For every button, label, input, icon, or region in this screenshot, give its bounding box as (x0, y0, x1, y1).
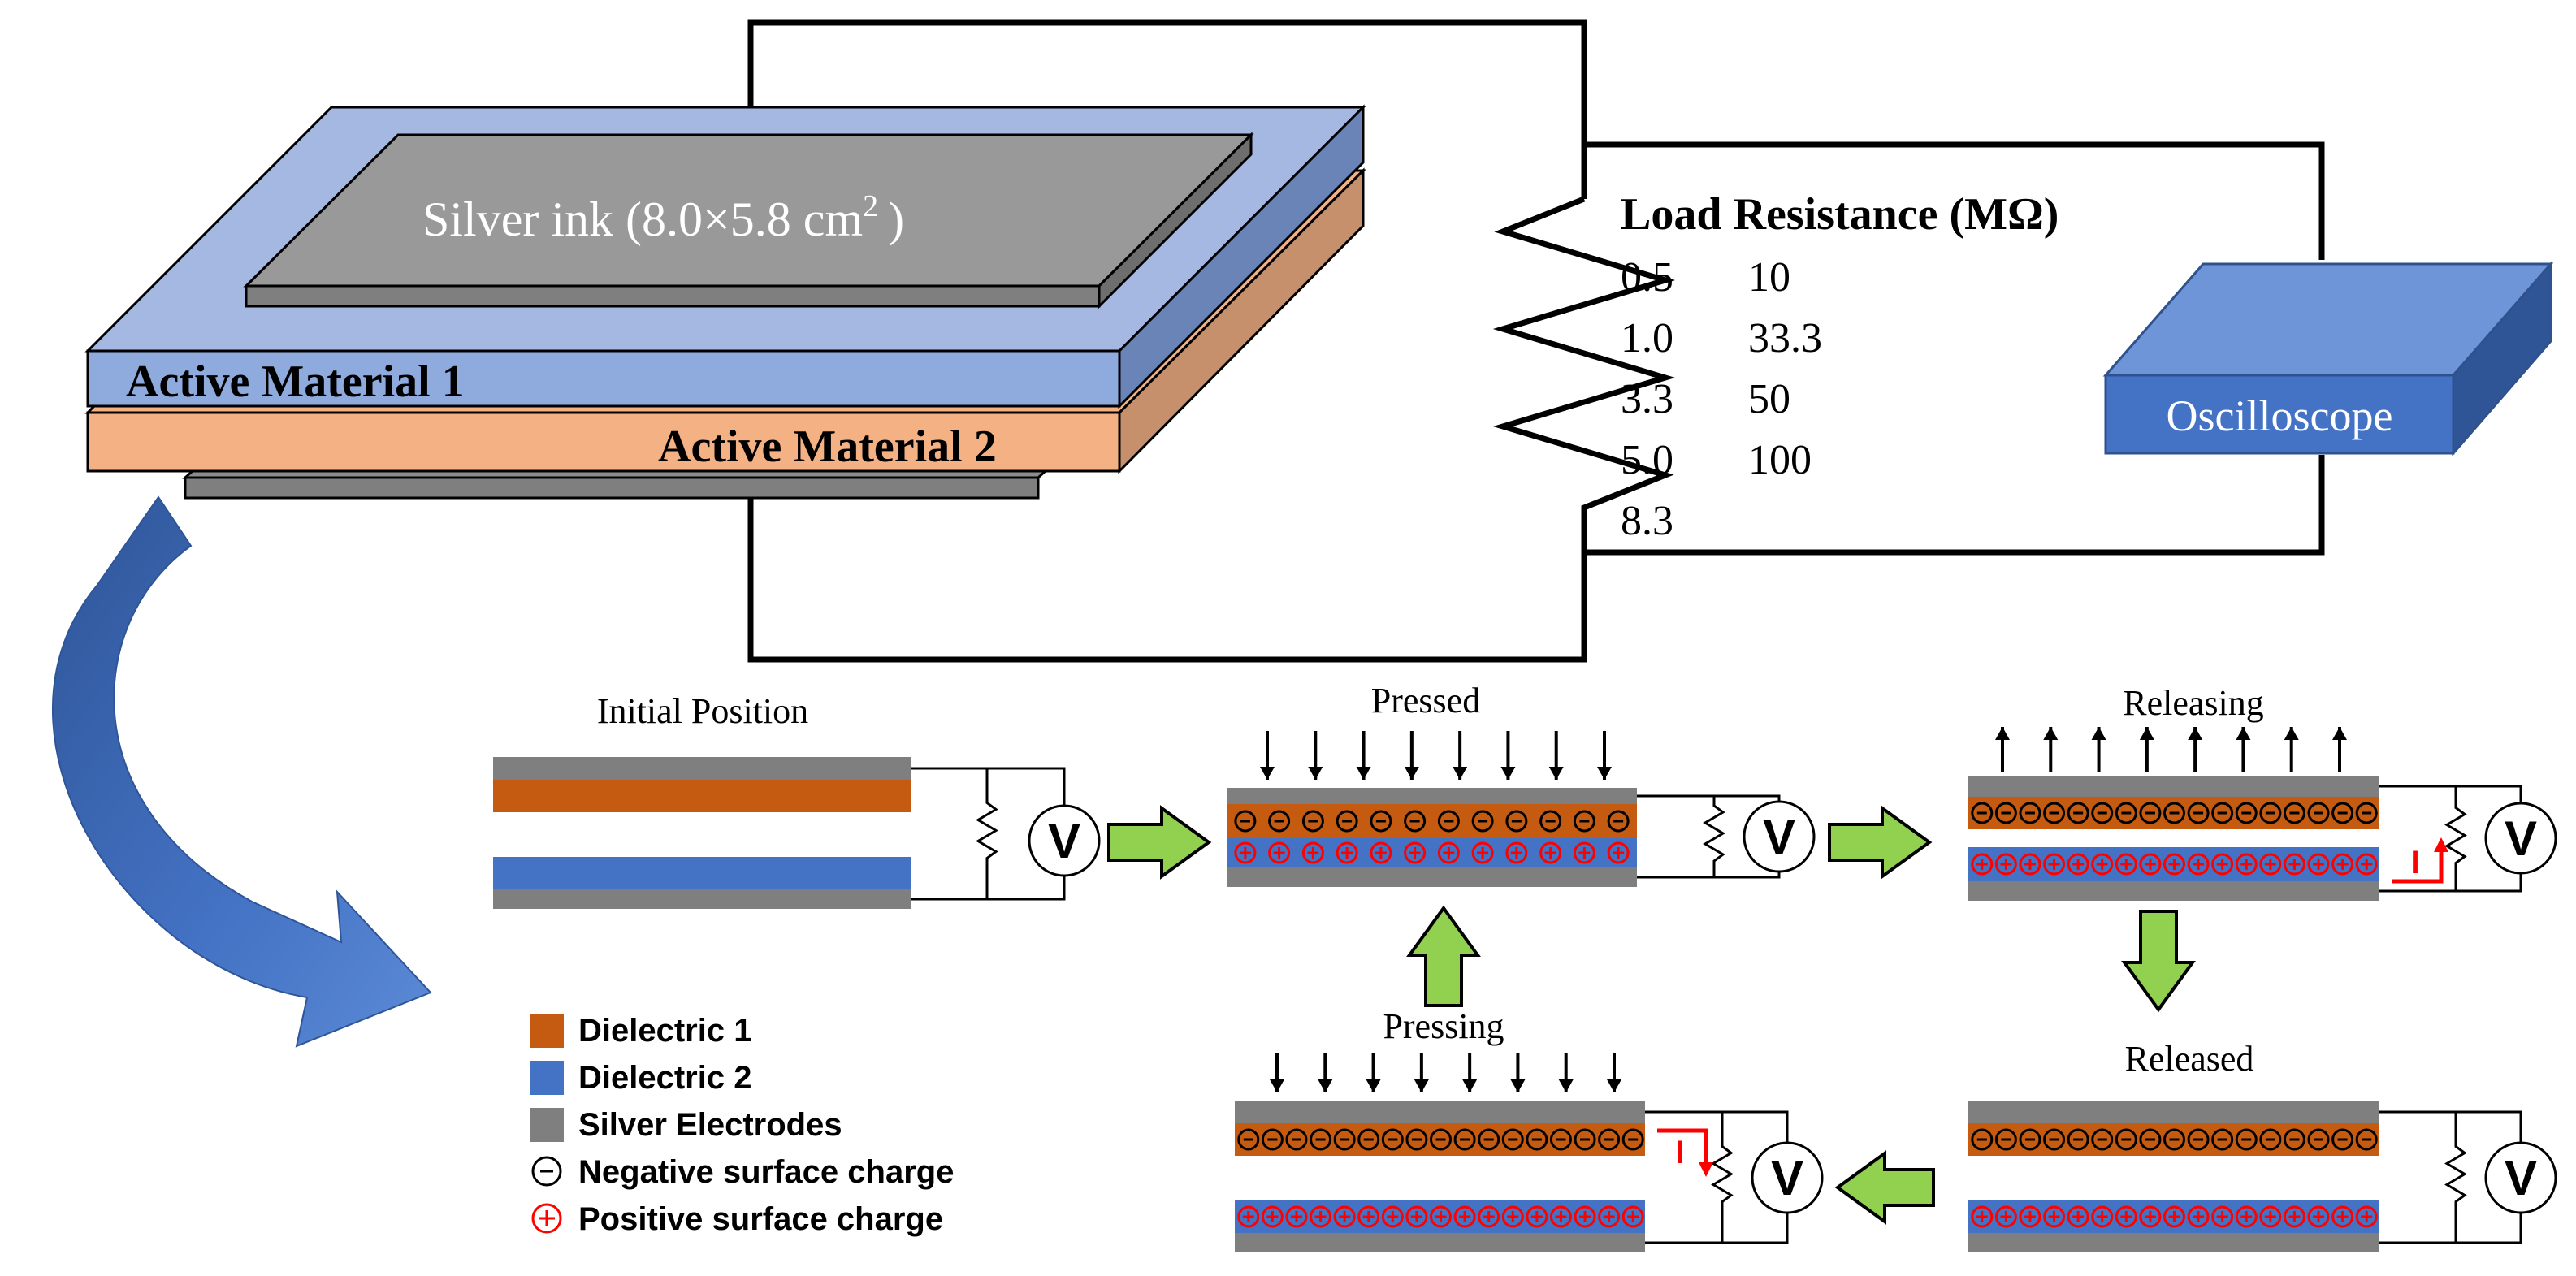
load-resistor (1492, 196, 1676, 552)
arrow-released-to-pressing (1834, 1150, 1935, 1225)
stage-panel-released: V (1968, 1101, 2557, 1252)
green-flow-arrows (1107, 805, 2196, 1225)
material-1-label: Active Material 1 (126, 357, 465, 407)
voltmeter-icon (1028, 804, 1101, 877)
resistance-value: 33.3 (1748, 315, 1822, 361)
oscilloscope: Oscilloscope (2102, 261, 2554, 457)
oscilloscope-label: Oscilloscope (2167, 391, 2393, 440)
voltmeter-icon (2484, 802, 2557, 875)
legend-item: Silver Electrodes (530, 1107, 842, 1143)
stage-label-pressed: Pressed (1371, 681, 1480, 720)
resistance-value: 5.0 (1621, 437, 1673, 483)
legend-swatch (530, 1014, 564, 1048)
resistance-value: 1.0 (1621, 315, 1673, 361)
legend-swatch (530, 1061, 564, 1095)
voltmeter-icon (1743, 800, 1816, 873)
resistance-value: 10 (1748, 254, 1790, 301)
negative-charge-icon (531, 1156, 562, 1187)
resistance-value: 3.3 (1621, 376, 1673, 422)
circuit-wires (747, 19, 2325, 663)
legend-label: Positive surface charge (578, 1201, 943, 1237)
stage-panel-releasing: VI (1968, 727, 2557, 901)
dielectric-1-layer (1227, 804, 1637, 838)
stage-panel-pressed: V (1227, 731, 1816, 887)
arrow-pressed-to-releasing (1828, 805, 1933, 880)
arrow-pressing-to-pressed (1406, 905, 1481, 1007)
legend: Dielectric 1 Dielectric 2 Silver Electrode… (530, 1013, 954, 1237)
resistance-value: 8.3 (1621, 498, 1673, 544)
voltmeter-symbol: V (2505, 811, 2537, 866)
electrode-layer (1227, 788, 1637, 804)
flow-curve-arrow (52, 495, 432, 1048)
current-symbol: I (2410, 845, 2419, 880)
voltmeter-symbol: V (1048, 814, 1080, 868)
legend-label: Silver Electrodes (578, 1107, 842, 1143)
voltmeter-symbol: V (1763, 810, 1795, 864)
legend-swatch (530, 1108, 564, 1142)
stage-panel-initial: V (493, 757, 1101, 909)
resistance-value: 100 (1748, 437, 1812, 483)
voltmeter-icon (2484, 1141, 2557, 1214)
resistance-value: 0.5 (1621, 254, 1673, 301)
stage-label-pressing: Pressing (1383, 1006, 1504, 1046)
dielectric-2-layer (1227, 838, 1637, 867)
legend-item: Negative surface charge (531, 1154, 954, 1190)
legend-label: Dielectric 2 (578, 1060, 751, 1096)
legend-item: Dielectric 2 (530, 1060, 751, 1096)
legend-label: Negative surface charge (578, 1154, 954, 1190)
stage-label-releasing: Releasing (2123, 683, 2264, 723)
device-stack: Silver ink (8.0×5.8 cm2) Active Material… (84, 104, 1366, 500)
electrode-label: Silver ink (8.0×5.8 cm2) (422, 189, 904, 246)
stage-label-released: Released (2125, 1039, 2254, 1079)
legend-item: Positive surface charge (531, 1201, 943, 1237)
stage-panel-pressing: VI (1235, 1053, 1824, 1252)
electrode-layer (1227, 867, 1637, 887)
load-resistance-title: Load Resistance (MΩ) (1621, 189, 2059, 240)
voltmeter-symbol: V (1771, 1151, 1803, 1205)
voltmeter-symbol: V (2505, 1151, 2537, 1205)
material-1-front (86, 349, 1121, 408)
material-2-front (86, 411, 1121, 473)
positive-charge-icon (531, 1203, 562, 1234)
arrow-releasing-to-released (2121, 910, 2196, 1013)
stage-label-initial: Initial Position (597, 691, 808, 731)
legend-label: Dielectric 1 (578, 1013, 751, 1049)
resistance-value: 50 (1748, 376, 1790, 422)
material-2-label: Active Material 2 (658, 422, 997, 472)
current-symbol: I (1675, 1135, 1684, 1170)
arrow-initial-to-pressed (1107, 805, 1212, 880)
load-resistance-table: Load Resistance (MΩ) 0.5 1.0 3.3 5.0 8.3 10 3… (1621, 189, 2059, 544)
legend-item: Dielectric 1 (530, 1013, 751, 1049)
voltmeter-icon (1751, 1141, 1824, 1214)
